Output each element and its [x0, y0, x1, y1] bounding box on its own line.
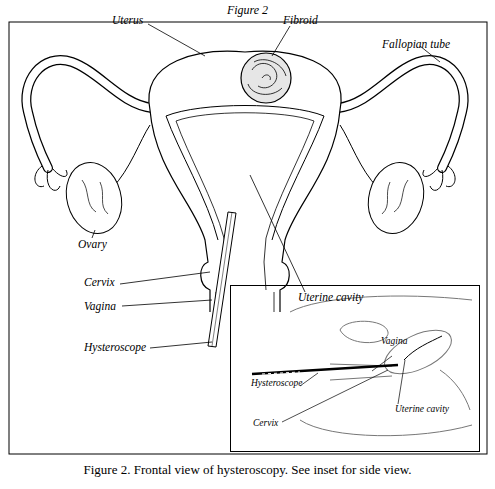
ovary-shape — [361, 156, 432, 240]
ovary-texture — [82, 180, 108, 214]
leader-line — [282, 370, 388, 422]
uterine-cavity-outline — [176, 113, 314, 238]
inset-side-view — [252, 296, 472, 436]
leader-line — [250, 175, 305, 292]
body-contour — [300, 420, 472, 436]
uterus-outline — [149, 51, 341, 312]
fallopian-tube-fill — [338, 60, 464, 168]
fallopian-tube-outline — [26, 60, 152, 168]
part-label: Uterus — [112, 14, 143, 27]
hysteroscope-rod — [208, 212, 236, 347]
leader-line — [120, 272, 210, 284]
leader-line — [122, 300, 212, 306]
part-label: Fibroid — [283, 14, 318, 27]
fallopian-tube-outline — [338, 60, 464, 168]
leader-line — [148, 24, 205, 56]
fibroid-texture — [248, 60, 286, 95]
vaginal-wall — [216, 292, 274, 312]
inset-label: Cervix — [253, 418, 278, 429]
inset-box: VaginaHysteroscopeUterine cavityCervix — [230, 285, 480, 452]
fimbriae — [423, 166, 455, 190]
hysteroscope-markings — [262, 372, 300, 374]
right-adnexa — [338, 60, 464, 240]
leader-line — [372, 356, 392, 371]
leader-line — [300, 373, 318, 386]
inset-label: Vagina — [381, 336, 407, 347]
fallopian-tube-fill — [26, 60, 152, 168]
inset-label: Uterine cavity — [395, 404, 449, 415]
ovarian-ligament — [340, 125, 378, 188]
cavity-side — [404, 336, 442, 360]
fimbriae — [35, 166, 67, 190]
leader-lines — [92, 24, 440, 348]
left-adnexa — [26, 60, 152, 240]
part-label: Ovary — [78, 238, 107, 251]
part-label: Fallopian tube — [382, 38, 450, 51]
bladder-shape — [340, 321, 388, 342]
part-label: Vagina — [84, 300, 116, 313]
figure-title: Figure 2 — [0, 3, 495, 18]
uterus-side — [378, 321, 458, 382]
inset-label: Hysteroscope — [251, 378, 302, 389]
figure-caption: Figure 2. Frontal view of hysteroscopy. … — [0, 462, 495, 478]
leader-line — [272, 26, 290, 56]
hysteroscope-channel — [212, 212, 232, 346]
figure-frame — [9, 22, 487, 454]
leader-line — [398, 360, 405, 404]
ovarian-ligament — [112, 125, 150, 188]
leader-line — [150, 342, 212, 348]
ovary-texture — [382, 180, 408, 214]
uterine-wall-inner — [166, 106, 324, 241]
part-label: Hysteroscope — [84, 341, 146, 354]
hysteroscope-side — [252, 365, 398, 374]
leader-line — [92, 230, 95, 238]
part-label: Cervix — [84, 276, 115, 289]
ovary-shape — [59, 156, 130, 240]
part-label: Uterine cavity — [298, 291, 363, 304]
fibroid-shape — [241, 53, 291, 103]
